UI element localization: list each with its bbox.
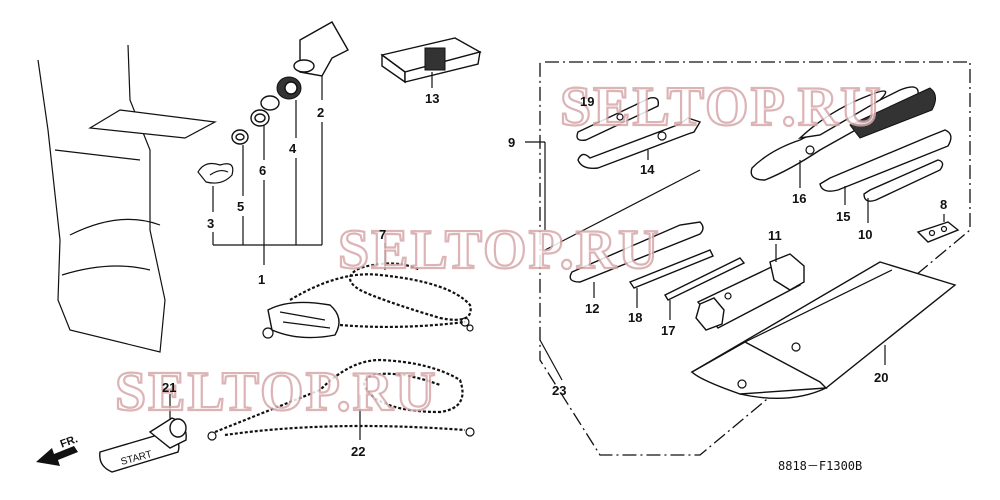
watermark-bottom: SELTOP.RU [115,361,438,423]
single-wrench-10 [863,159,944,223]
label-9: 9 [508,135,515,150]
starter-rope [207,358,475,441]
label-21: 21 [162,380,176,395]
o-ring-large [250,109,270,127]
label-3: 3 [207,216,214,231]
direction-label: FR. [59,433,80,450]
watermarks: SELTOP.RU SELTOP.RU SELTOP.RU [114,75,883,424]
connector-collar [260,95,280,111]
label-16: 16 [792,191,806,206]
label-10: 10 [858,227,872,242]
label-8: 8 [940,197,947,212]
fuel-filter-packet [380,37,482,88]
label-22: 22 [351,444,365,459]
fuel-connector-cap [293,21,349,77]
label-4: 4 [289,141,297,156]
cotter-clip [916,214,960,243]
watermark-top: SELTOP.RU [560,76,883,138]
screwdriver-blade [576,96,660,142]
leader-lines-connector [212,76,323,265]
part-number-labels: 1 2 3 4 5 6 7 8 9 10 11 12 13 14 15 16 1… [162,91,947,459]
starter-grip: START [99,394,187,473]
engine-lower-unit [37,44,217,353]
watermark-middle: SELTOP.RU [338,219,661,281]
emergency-stop-lanyard [262,243,474,339]
label-20: 20 [874,370,888,385]
tommy-bar [664,257,746,320]
label-7: 7 [379,227,386,242]
label-6: 6 [259,163,266,178]
label-2: 2 [317,105,324,120]
front-arrow-icon: FR. [36,433,79,466]
o-ring-small [231,129,249,145]
label-14: 14 [640,162,655,177]
label-19: 19 [580,94,594,109]
screwdriver-bit [628,249,714,308]
pliers [750,86,936,188]
single-wrench-15 [819,129,952,205]
catalog-code: 8818－F1300B [778,459,862,473]
label-5: 5 [237,199,244,214]
connector-nut [276,76,302,100]
label-13: 13 [425,91,439,106]
label-18: 18 [628,310,642,325]
label-11: 11 [768,228,782,243]
label-12: 12 [585,301,599,316]
double-open-wrench [577,117,702,170]
tool-kit-frame [525,60,971,456]
screwdriver-handle [569,221,704,298]
label-17: 17 [661,323,675,338]
box-spanner [695,244,805,331]
label-1: 1 [258,272,265,287]
label-15: 15 [836,209,850,224]
spring-clip [197,162,234,184]
tool-bag [690,261,957,400]
label-23: 23 [552,383,566,398]
